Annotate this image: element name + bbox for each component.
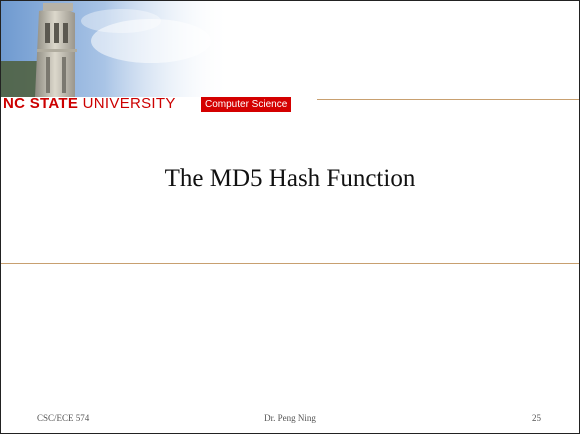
department-badge: Computer Science (201, 97, 292, 112)
title-divider (1, 263, 579, 264)
slide-title: The MD5 Hash Function (164, 165, 416, 192)
header-rule (317, 99, 579, 100)
university-logo: NC STATE UNIVERSITY (3, 96, 176, 112)
footer-author: Dr. Peng Ning (264, 413, 316, 423)
footer-course: CSC/ECE 574 (37, 413, 90, 423)
logo-rest-text: UNIVERSITY (82, 95, 176, 112)
belltower-photo (1, 1, 231, 97)
logo-bold-text: NC STATE (3, 95, 79, 112)
footer-page-number: 25 (532, 413, 541, 423)
